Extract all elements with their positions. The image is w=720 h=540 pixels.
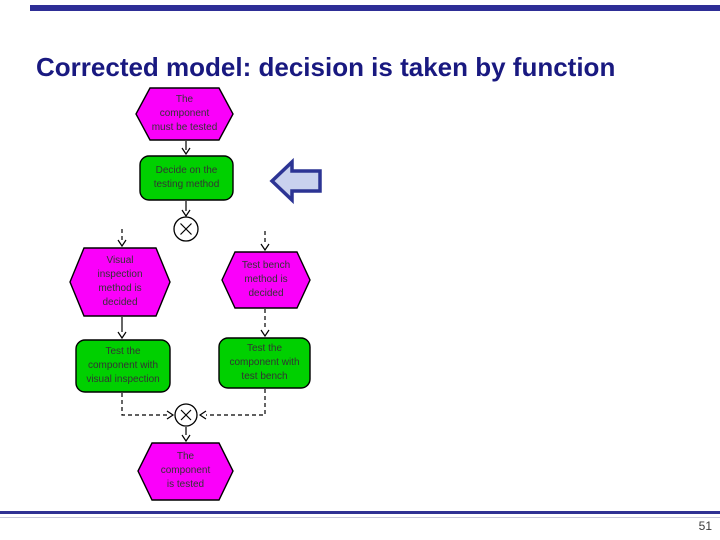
top-rule [30, 5, 720, 11]
function-test-bench-label: Test the component with test bench [229, 343, 300, 382]
function-rect-test-bench [218, 337, 311, 389]
bottom-rule [0, 511, 720, 514]
slide-title: Corrected model: decision is taken by fu… [36, 52, 616, 82]
function-test-visual-inspection-label: Test the component with visual inspectio… [86, 346, 160, 385]
event-hexagon-test-bench-decided [221, 251, 311, 309]
xor-connector-bottom-icon [174, 403, 198, 427]
arrowhead-icon [117, 239, 127, 248]
bottom-rule-thin [0, 517, 720, 518]
arrowhead-icon [181, 434, 191, 443]
event-test-bench-decided-label: Test bench method is decided [241, 260, 291, 299]
function-decide-testing-method-label: Decide on the testing method [153, 165, 220, 190]
arrowhead-icon [166, 410, 175, 420]
event-hexagon-component-tested [137, 442, 234, 501]
page-number: 51 [698, 519, 712, 533]
arrowhead-icon [260, 243, 270, 252]
function-rect-test-visual-inspection [75, 339, 171, 393]
arrowhead-icon [260, 329, 270, 338]
event-hexagon-component-must-be-tested [135, 87, 234, 141]
flow-edge-dashed [206, 389, 266, 416]
event-hexagon-visual-inspection-decided [69, 247, 171, 317]
xor-connector-top-icon [173, 216, 199, 242]
arrowhead-icon [181, 209, 191, 218]
event-component-tested-label: The component is tested [160, 451, 211, 490]
function-rect-decide-testing-method [139, 155, 234, 201]
flow-edge-dashed [121, 393, 168, 416]
event-component-must-be-tested-label: The component must be tested [151, 94, 218, 133]
arrowhead-icon [198, 410, 207, 420]
left-block-arrow-icon [269, 157, 322, 205]
event-visual-inspection-decided-label: Visual inspection method is decided [97, 255, 143, 308]
arrowhead-icon [181, 147, 191, 156]
arrowhead-icon [117, 331, 127, 340]
